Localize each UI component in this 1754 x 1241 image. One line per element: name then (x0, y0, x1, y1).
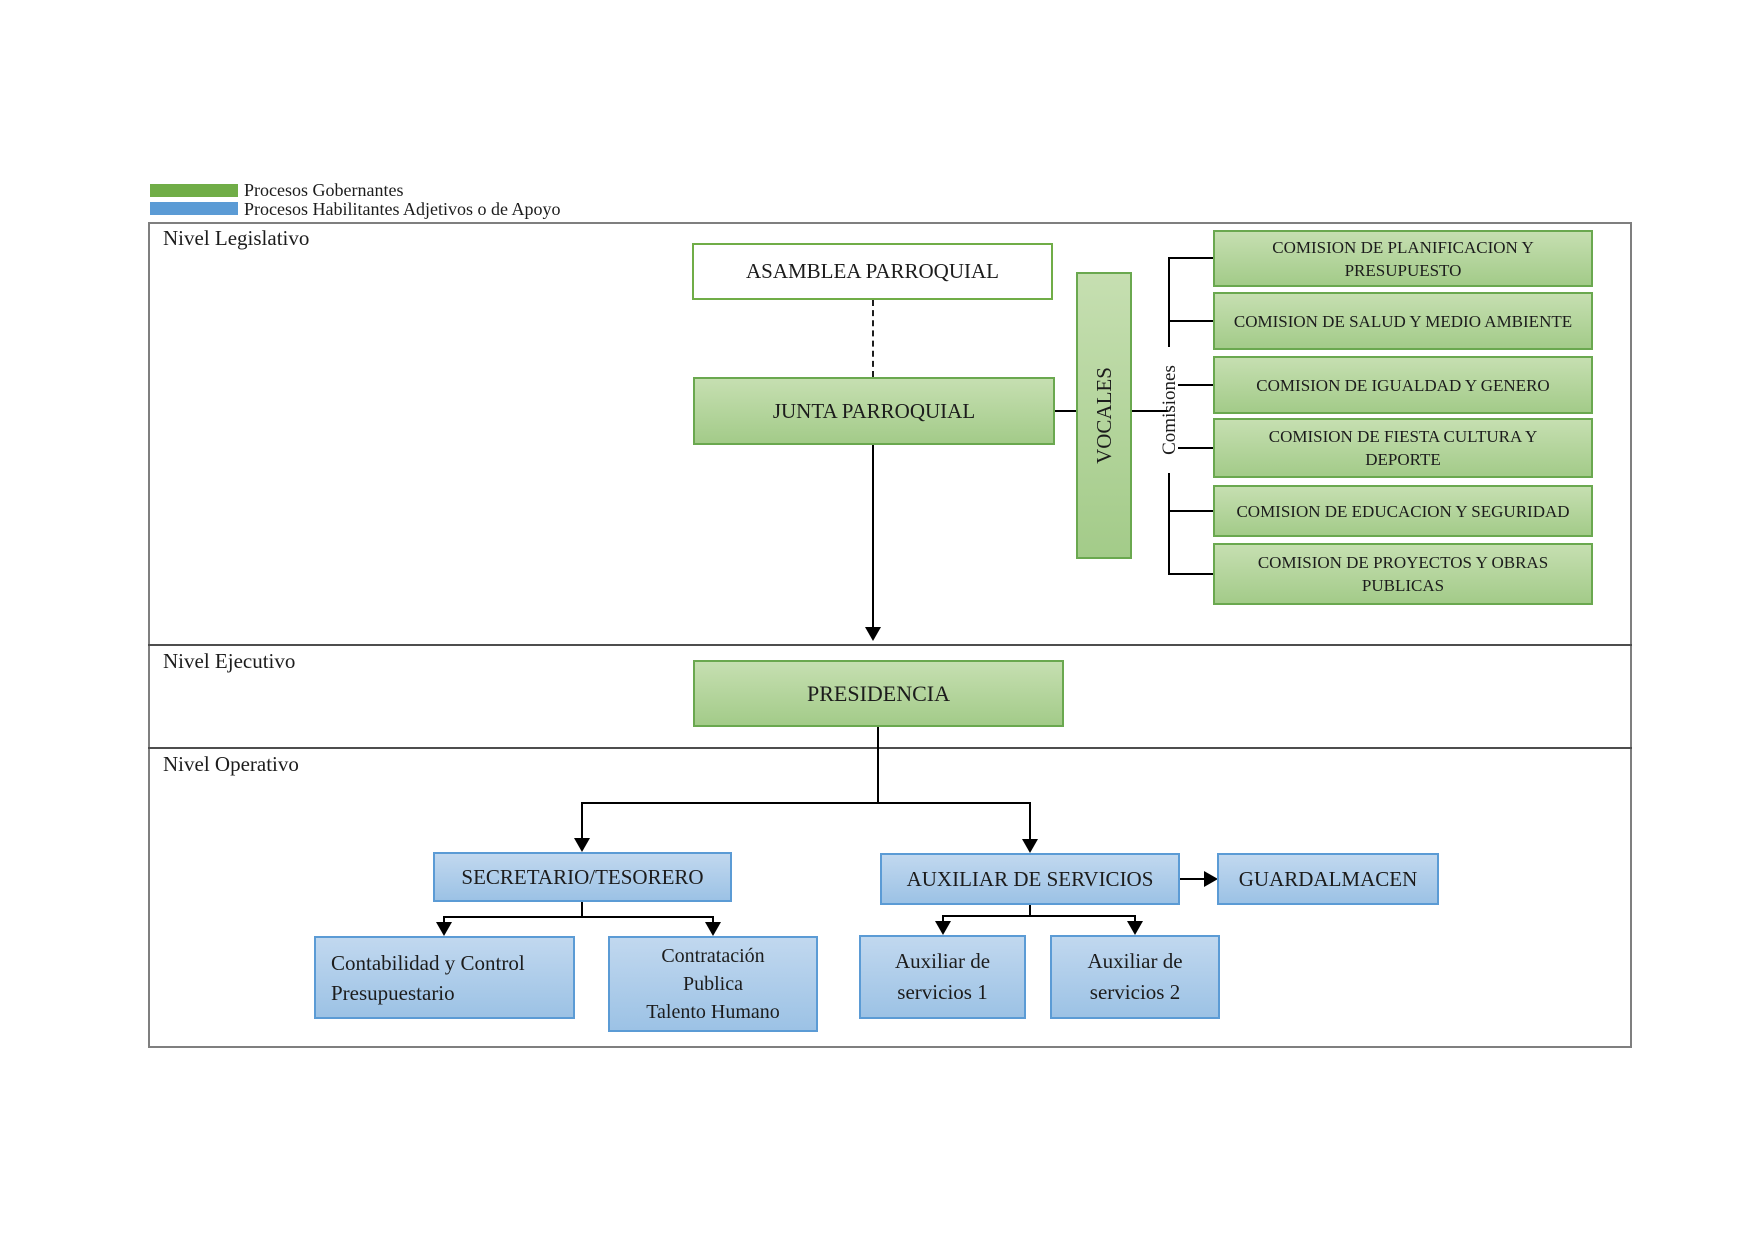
branch-operativo (581, 802, 1031, 804)
node-guardalmacen: GUARDALMACEN (1217, 853, 1439, 905)
node-comision-salud: COMISION DE SALUD Y MEDIO AMBIENTE (1213, 292, 1593, 350)
drop-secretario (581, 802, 583, 839)
secretario-feed (581, 902, 583, 918)
stub-comision-1 (1168, 257, 1213, 259)
stub-comision-5 (1168, 510, 1213, 512)
stub-comision-3 (1178, 384, 1213, 386)
node-auxiliar-servicios: AUXILIAR DE SERVICIOS (880, 853, 1180, 905)
drop-aux1 (942, 915, 944, 921)
node-presidencia: PRESIDENCIA (693, 660, 1064, 727)
comisiones-caption: Comisiones (1140, 346, 1200, 474)
arrowhead-aux1 (935, 921, 951, 935)
drop-auxiliar (1029, 802, 1031, 840)
connector-asamblea-junta-dashed (872, 300, 874, 377)
vocales-label: VOCALES (1091, 367, 1116, 464)
branch-auxiliar (942, 915, 1136, 917)
auxiliar-feed (1029, 905, 1031, 917)
chart-frame (148, 222, 1632, 1048)
comisiones-bracket-bottom (1168, 473, 1170, 575)
node-contratacion: Contratación Publica Talento Humano (608, 936, 818, 1032)
node-auxiliar-2: Auxiliar de servicios 2 (1050, 935, 1220, 1019)
legend-blue-swatch (150, 202, 238, 215)
stub-comision-6 (1168, 573, 1213, 575)
arrowhead-secretario (574, 838, 590, 852)
arrowhead-contabilidad (436, 922, 452, 936)
comisiones-caption-label: Comisiones (1159, 365, 1181, 455)
arrowhead-aux2 (1127, 921, 1143, 935)
connector-auxiliar-guardalmacen (1180, 878, 1206, 880)
node-asamblea-parroquial: ASAMBLEA PARROQUIAL (692, 243, 1053, 300)
arrowhead-auxiliar (1022, 839, 1038, 853)
node-comision-proyectos: COMISION DE PROYECTOS Y OBRAS PUBLICAS (1213, 543, 1593, 605)
node-secretario-tesorero: SECRETARIO/TESORERO (433, 852, 732, 902)
section-label-operativo: Nivel Operativo (163, 752, 299, 776)
node-comision-planificacion: COMISION DE PLANIFICACION Y PRESUPUESTO (1213, 230, 1593, 287)
legend-label-gobernantes: Procesos Gobernantes (244, 180, 404, 200)
node-junta-parroquial: JUNTA PARROQUIAL (693, 377, 1055, 445)
node-comision-fiesta: COMISION DE FIESTA CULTURA Y DEPORTE (1213, 418, 1593, 478)
section-label-ejecutivo: Nivel Ejecutivo (163, 649, 296, 673)
section-label-legislativo: Nivel Legislativo (163, 226, 310, 250)
drop-contabilidad (443, 916, 445, 923)
node-comision-educacion: COMISION DE EDUCACION Y SEGURIDAD (1213, 485, 1593, 537)
divider-ejecutivo (148, 644, 1632, 646)
drop-contratacion (712, 916, 714, 923)
connector-junta-vocales (1055, 410, 1076, 412)
drop-aux2 (1134, 915, 1136, 921)
node-auxiliar-1: Auxiliar de servicios 1 (859, 935, 1026, 1019)
connector-junta-presidencia (872, 445, 874, 628)
arrowhead-presidencia (865, 627, 881, 641)
legend-green-swatch (150, 184, 238, 197)
connector-presidencia-feed (877, 727, 879, 804)
node-contabilidad: Contabilidad y Control Presupuestario (314, 936, 575, 1019)
comisiones-bracket-top (1168, 257, 1170, 347)
stub-comision-2 (1168, 320, 1213, 322)
legend-label-apoyo: Procesos Habilitantes Adjetivos o de Apo… (244, 199, 561, 219)
arrowhead-guardalmacen (1204, 871, 1218, 887)
node-vocales: VOCALES (1076, 272, 1132, 559)
branch-secretario (443, 916, 714, 918)
node-comision-igualdad: COMISION DE IGUALDAD Y GENERO (1213, 356, 1593, 414)
arrowhead-contratacion (705, 922, 721, 936)
divider-operativo (148, 747, 1632, 749)
stub-comision-4 (1178, 447, 1213, 449)
connector-vocales-comisiones (1132, 410, 1168, 412)
